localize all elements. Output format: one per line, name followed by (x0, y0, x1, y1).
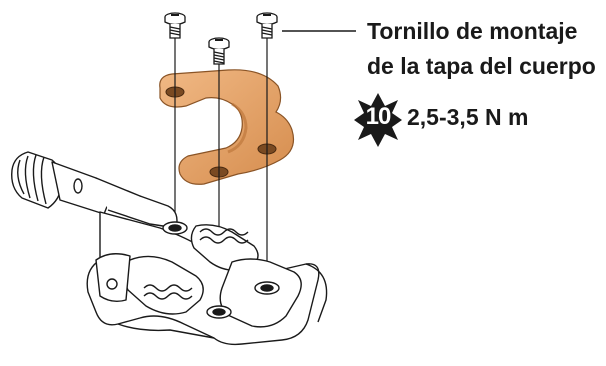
screw-right-icon (256, 12, 278, 39)
hex-key-star-icon (354, 93, 402, 147)
torque-value: 2,5-3,5 N m (407, 104, 529, 130)
body-cover-plate (159, 69, 295, 185)
callout-label-line2: de la tapa del cuerpo (367, 53, 596, 79)
torque-tool-size: 10 (365, 103, 392, 130)
callout-label-line1: Tornillo de montaje (367, 18, 578, 44)
screw-left-icon (164, 12, 186, 39)
screw-center-icon (208, 37, 230, 65)
pedal-body (11, 151, 328, 346)
